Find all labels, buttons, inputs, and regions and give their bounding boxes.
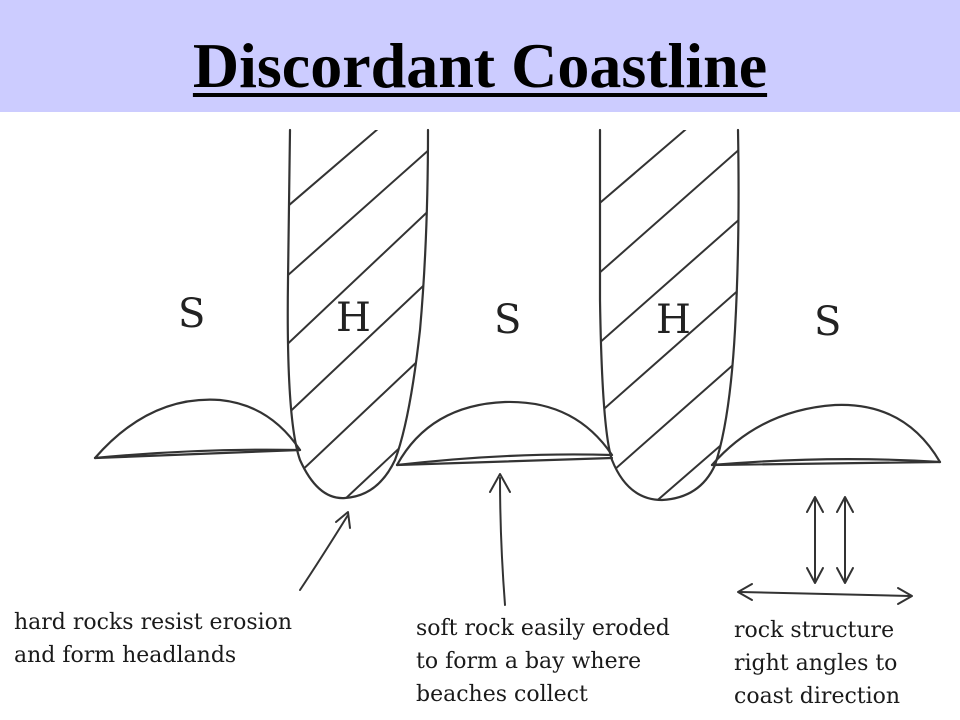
note-rock-structure-line-2: right angles to: [734, 651, 898, 676]
coastline-base: [93, 448, 942, 467]
note-hard-rocks: hard rocks resist erosion and form headl…: [14, 606, 292, 672]
label-headland-right: H: [656, 297, 691, 343]
beach-right: [710, 403, 942, 467]
headland-right-hatching: [600, 130, 739, 500]
label-headland-left: H: [336, 295, 371, 341]
note-hard-rocks-line-2: and form headlands: [14, 643, 237, 668]
arrow-to-bay: [499, 477, 506, 606]
beach-middle: [395, 400, 614, 467]
headland-left-outline: [286, 128, 430, 500]
note-rock-structure: rock structure right angles to coast dir…: [734, 614, 900, 713]
title-bar: [0, 0, 960, 112]
note-soft-rock-line-2: to form a bay where: [416, 649, 642, 674]
beach-left: [93, 398, 302, 460]
arrow-horizontal: [739, 591, 911, 597]
arrow-to-headland: [299, 514, 349, 591]
label-soft-rock-right: S: [814, 299, 842, 345]
page-title: Discordant Coastline: [192, 30, 768, 101]
coastline-diagram: [93, 128, 942, 606]
label-soft-rock-left: S: [178, 291, 206, 337]
note-rock-structure-line-3: coast direction: [734, 684, 901, 709]
label-soft-rock-middle: S: [494, 297, 522, 343]
headland-left-hatching: [287, 130, 428, 499]
headland-right-outline: [598, 128, 740, 502]
note-soft-rock: soft rock easily eroded to form a bay wh…: [416, 612, 670, 711]
note-soft-rock-line-3: beaches collect: [416, 682, 588, 707]
note-hard-rocks-line-1: hard rocks resist erosion: [14, 610, 293, 635]
note-rock-structure-line-1: rock structure: [734, 618, 895, 643]
note-soft-rock-line-1: soft rock easily eroded: [416, 616, 670, 641]
